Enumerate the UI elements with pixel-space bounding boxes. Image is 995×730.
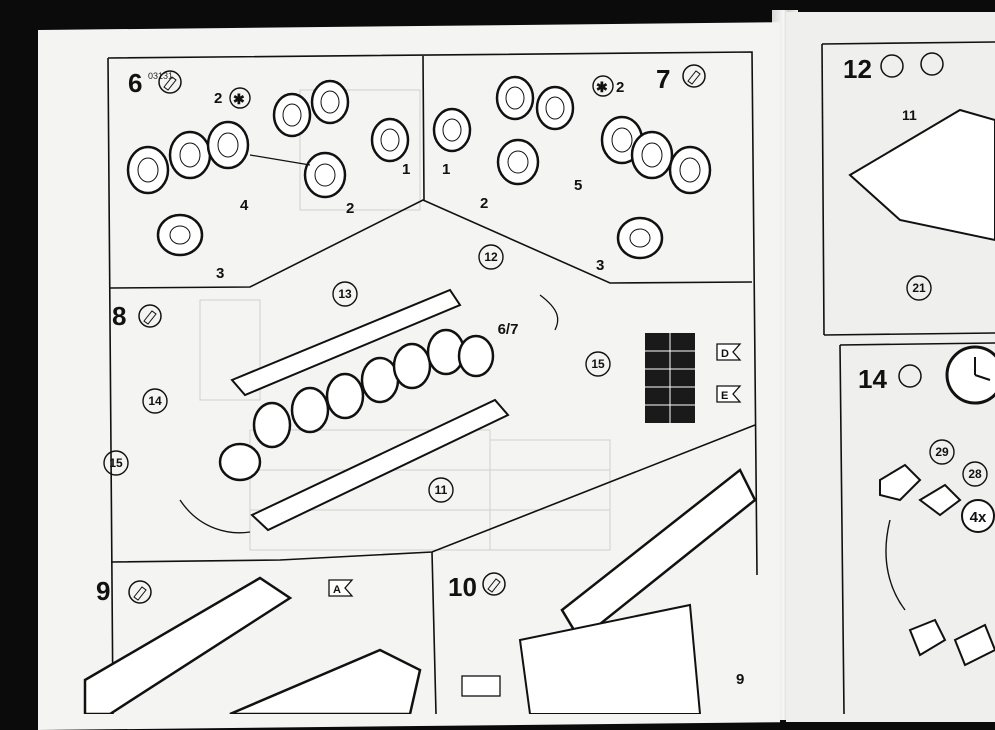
callout-label: 15 [109, 456, 123, 470]
callout-label: 9 [736, 671, 744, 688]
instruction-drawing: 6 2 ✱ 4 1 2 3 7 [83, 41, 995, 714]
callout-label: 13 [338, 287, 352, 301]
callout-circle [962, 461, 988, 487]
track-lower [250, 398, 510, 532]
glue-icon [880, 54, 904, 78]
glue-icon [158, 70, 182, 94]
hull-part [518, 603, 702, 714]
callout-label: 29 [935, 445, 949, 459]
svg-text:A: A [333, 584, 341, 596]
wheel-inner [442, 86, 701, 248]
callout-label: 3 [596, 257, 604, 274]
callout-label: 11 [435, 483, 448, 497]
part-drawing [953, 623, 995, 667]
track-assembly [83, 576, 293, 714]
flag-a: A [328, 579, 354, 597]
multiplier-badge [961, 499, 995, 533]
callout-label: 3 [216, 265, 224, 282]
glue-icon [128, 580, 152, 604]
step-number: 7 [656, 64, 670, 94]
callout-label: 28 [968, 467, 982, 481]
glue-icon [138, 304, 162, 328]
callouts: 13 12 6/7 15 14 15 11 [109, 250, 605, 497]
panel-frames [107, 51, 758, 714]
callout-label: 2 [214, 90, 222, 107]
road-wheels [218, 328, 495, 482]
step-14: 14 29 28 4x [858, 345, 995, 667]
asterisk-icon: ✱ [233, 91, 245, 107]
step-10: 10 9 [448, 468, 757, 714]
flag-e: E [716, 385, 742, 403]
callout-label: 1 [402, 161, 410, 178]
multiplier-label: 4x [970, 509, 987, 526]
step-number: 10 [448, 572, 477, 602]
part-drawing [908, 618, 947, 657]
arrow-curve [539, 294, 559, 331]
callouts: 2 ✱ 4 1 2 3 [214, 87, 410, 282]
glue-icon [898, 364, 922, 388]
paint-icon [920, 52, 944, 76]
callout-label: 14 [148, 394, 162, 408]
callout-label: 1 [442, 161, 450, 178]
glue-icon [482, 572, 506, 596]
callout-label: 4 [240, 197, 249, 214]
step-number: 6 [128, 68, 142, 98]
callout-circle [929, 439, 955, 465]
track-block-lines [645, 333, 695, 423]
callout-label: 15 [591, 357, 605, 371]
part-drawing [879, 463, 922, 502]
arrow-curve [885, 519, 906, 611]
callout-circles [103, 244, 611, 503]
callout-label: 6/7 [498, 321, 519, 338]
callouts: ✱ 2 1 2 5 3 [442, 75, 624, 274]
callout-circle [906, 275, 932, 301]
callout-label: 5 [574, 177, 582, 194]
step-number: 8 [112, 301, 126, 331]
step-8: 8 D E 13 [103, 244, 742, 534]
track-assembly [229, 648, 422, 714]
track-upper [230, 288, 462, 397]
step-number: 12 [843, 54, 872, 84]
flag-d: D [716, 343, 742, 361]
callout-label: 12 [484, 250, 498, 264]
part-drawing [918, 483, 962, 517]
hull-part [848, 108, 995, 242]
wheel-inner [137, 90, 400, 245]
right-panel-frames [821, 41, 995, 714]
svg-text:D: D [721, 348, 729, 360]
step-12: 12 11 21 [843, 52, 995, 301]
road-wheels [432, 75, 712, 260]
callout-label: 21 [912, 281, 926, 295]
arrow-curve [179, 499, 251, 534]
step-9: 9 A [83, 576, 422, 714]
asterisk-icon: ✱ [596, 79, 608, 95]
callout-label: 2 [480, 195, 488, 212]
callout-label: 11 [902, 107, 917, 123]
svg-text:E: E [721, 390, 728, 402]
glue-icon [682, 64, 706, 88]
callout-label: 2 [346, 200, 354, 217]
step-6: 6 2 ✱ 4 1 2 3 [126, 68, 410, 282]
clock-icon [945, 345, 995, 405]
step-7: 7 ✱ 2 1 2 5 3 [432, 64, 712, 274]
sprue-icon [461, 675, 501, 697]
arrow-line [249, 154, 311, 166]
step-number: 9 [96, 576, 110, 606]
callout-label: 2 [616, 79, 624, 96]
step-number: 14 [858, 364, 887, 394]
